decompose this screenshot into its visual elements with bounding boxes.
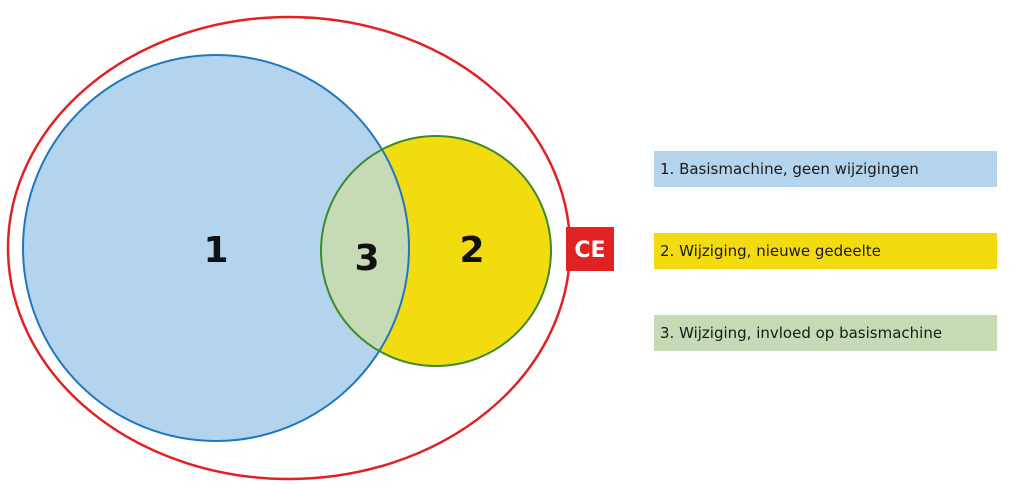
ce-mark-background [566, 227, 614, 271]
basis-machine-circle [23, 55, 409, 441]
legend-item-new-part: 2. Wijziging, nieuwe gedeelte [654, 233, 997, 269]
ce-mark: CE [566, 227, 614, 271]
overlap-region [321, 136, 409, 366]
ce-mark-text: CE [574, 238, 605, 263]
region-label-1: 1 [203, 230, 228, 271]
change-circle-outline [320, 135, 552, 367]
legend-text-3: 3. Wijziging, invloed op basismachine [660, 324, 943, 342]
region-label-2: 2 [459, 230, 484, 271]
legend-text-2: 2. Wijziging, nieuwe gedeelte [660, 242, 881, 260]
legend-item-influence: 3. Wijziging, invloed op basismachine [654, 315, 997, 351]
basis-machine-outline [22, 54, 410, 442]
legend-text-1: 1. Basismachine, geen wijzigingen [660, 160, 919, 178]
region-label-3: 3 [354, 238, 379, 279]
legend-item-basis-machine: 1. Basismachine, geen wijzigingen [654, 151, 997, 187]
